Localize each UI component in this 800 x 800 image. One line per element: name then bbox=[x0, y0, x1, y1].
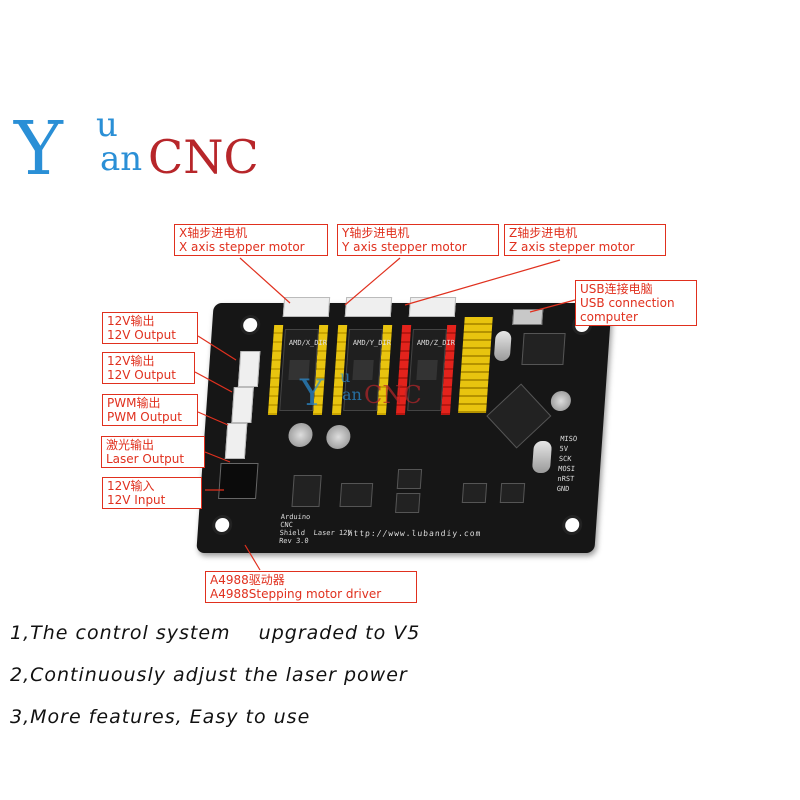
callout-12v-output-1-cn: 12V输出 bbox=[107, 314, 155, 328]
feature-line-3: 3,More features, Easy to use bbox=[10, 706, 311, 728]
callout-pwm-output: PWM输出 PWM Output bbox=[102, 394, 198, 426]
feature-line-2: 2,Continuously adjust the laser power bbox=[10, 664, 408, 686]
callout-laser-output-en: Laser Output bbox=[106, 452, 185, 466]
callout-z-motor-en: Z axis stepper motor bbox=[509, 240, 635, 254]
logo-letter-u: u bbox=[96, 105, 118, 145]
brand-logo: Y u an CNC bbox=[14, 108, 284, 188]
callout-usb-cn: USB连接电脑 bbox=[580, 282, 653, 296]
callout-pwm-output-en: PWM Output bbox=[107, 410, 182, 424]
watermark-y: Y bbox=[300, 373, 324, 414]
callout-y-motor-en: Y axis stepper motor bbox=[342, 240, 467, 254]
callout-x-motor-cn: X轴步进电机 bbox=[179, 226, 248, 240]
callout-12v-output-2-cn: 12V输出 bbox=[107, 354, 155, 368]
callout-usb-en1: USB connection bbox=[580, 296, 675, 310]
callout-y-motor: Y轴步进电机 Y axis stepper motor bbox=[337, 224, 499, 256]
logo-letter-y: Y bbox=[14, 106, 63, 192]
callout-12v-output-2: 12V输出 12V Output bbox=[102, 352, 195, 384]
callout-12v-input: 12V输入 12V Input bbox=[102, 477, 202, 509]
watermark-cnc: CNC bbox=[364, 381, 422, 409]
callout-12v-output-2-en: 12V Output bbox=[107, 368, 176, 382]
callout-12v-output-1-en: 12V Output bbox=[107, 328, 176, 342]
callout-y-motor-cn: Y轴步进电机 bbox=[342, 226, 410, 240]
callout-a4988-driver: A4988驱动器 A4988Stepping motor driver bbox=[205, 571, 417, 603]
callout-12v-input-en: 12V Input bbox=[107, 493, 166, 507]
callout-x-motor-en: X axis stepper motor bbox=[179, 240, 305, 254]
logo-cnc: CNC bbox=[148, 130, 259, 184]
callout-pwm-output-cn: PWM输出 bbox=[107, 396, 161, 410]
callout-x-motor: X轴步进电机 X axis stepper motor bbox=[174, 224, 328, 256]
callout-laser-output-cn: 激光输出 bbox=[106, 438, 155, 452]
board-watermark-logo: Y u an CNC bbox=[300, 367, 530, 427]
callout-usb: USB连接电脑 USB connection computer bbox=[575, 280, 697, 326]
callout-12v-input-cn: 12V输入 bbox=[107, 479, 155, 493]
callout-z-motor-cn: Z轴步进电机 bbox=[509, 226, 578, 240]
callout-usb-en2: computer bbox=[580, 310, 638, 324]
callout-a4988-cn: A4988驱动器 bbox=[210, 573, 285, 587]
callout-z-motor: Z轴步进电机 Z axis stepper motor bbox=[504, 224, 666, 256]
logo-letters-an: an bbox=[100, 139, 143, 179]
watermark-an: an bbox=[342, 385, 362, 404]
feature-line-1: 1,The control system upgraded to V5 bbox=[10, 622, 421, 644]
callout-a4988-en: A4988Stepping motor driver bbox=[210, 587, 382, 601]
callout-12v-output-1: 12V输出 12V Output bbox=[102, 312, 198, 344]
callout-laser-output: 激光输出 Laser Output bbox=[101, 436, 205, 468]
watermark-u: u bbox=[340, 367, 351, 386]
